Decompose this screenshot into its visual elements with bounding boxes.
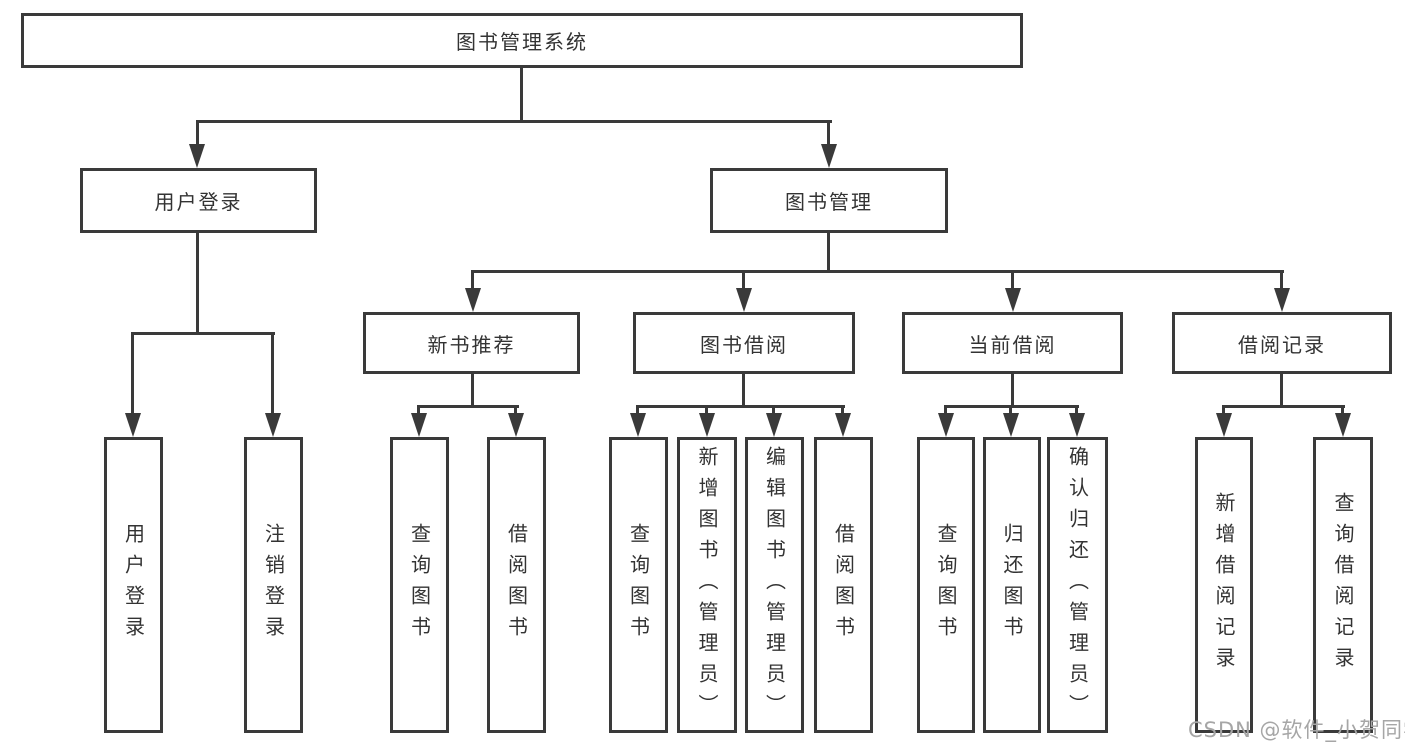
connector-level1-bus [196,120,832,123]
arrow-down-icon [736,288,752,312]
connector-bus-new-rec [417,405,519,408]
root-box-library-management-system: 图书管理系统 [21,13,1023,68]
connector-drop-leaf [944,405,947,417]
connector-stem [1280,374,1283,407]
connector-drop-book-borrow [742,270,745,290]
leaf-label: 归还图书 [1000,523,1024,647]
branch-label: 用户登录 [154,190,243,214]
leaf-label: 借阅图书 [831,523,856,647]
arrow-down-icon [125,413,141,437]
connector-drop-leaf [841,405,844,417]
leaf-label: 查询图书 [626,523,651,647]
arrow-down-icon [1216,413,1232,437]
leaf-label: 借阅图书 [504,523,529,647]
leaf-box-borrow-books: 借阅图书 [487,437,546,733]
arrow-down-icon [835,413,851,437]
leaf-box-query-books: 查询图书 [917,437,975,733]
leaf-box-confirm-return-admin: 确认归还（管理员） [1047,437,1108,733]
leaf-label: 用户登录 [121,523,146,647]
connector-drop-leaf [417,405,420,417]
connector-drop-book-mgmt [827,120,830,146]
connector-drop-borrow-record [1280,270,1283,290]
branch-box-book-management: 图书管理 [710,168,948,233]
csdn-watermark: CSDN @软件_小贺同学 [1188,718,1405,742]
connector-drop-leaf [271,332,274,415]
arrow-down-icon [938,413,954,437]
group-label: 借阅记录 [1238,332,1326,357]
root-label: 图书管理系统 [456,30,588,54]
arrow-down-icon [630,413,646,437]
connector-drop-leaf [1341,405,1344,417]
connector-drop-leaf [1222,405,1225,417]
group-box-borrow-record: 借阅记录 [1172,312,1392,374]
group-box-book-borrow: 图书借阅 [633,312,855,374]
group-box-current-borrow: 当前借阅 [902,312,1123,374]
leaf-box-edit-books-admin: 编辑图书（管理员） [745,437,804,733]
leaf-box-query-borrow-record: 查询借阅记录 [1313,437,1373,733]
connector-level2-bus [471,270,1284,273]
leaf-label: 新增图书（管理员） [695,445,719,725]
group-label: 图书借阅 [700,332,788,357]
arrow-down-icon [1005,288,1021,312]
arrow-down-icon [1003,413,1019,437]
connector-stem [1011,374,1014,407]
leaf-box-return-books: 归还图书 [983,437,1041,733]
connector-drop-leaf [1009,405,1012,417]
leaf-label: 查询借阅记录 [1331,492,1355,678]
connector-drop-leaf [131,332,134,415]
leaf-box-add-borrow-record: 新增借阅记录 [1195,437,1253,733]
connector-stem [742,374,745,407]
leaf-box-add-books-admin: 新增图书（管理员） [677,437,737,733]
leaf-label: 查询图书 [934,523,958,647]
leaf-box-logout: 注销登录 [244,437,303,733]
connector-bus-borrow-record [1222,405,1345,408]
leaf-label: 确认归还（管理员） [1065,445,1090,725]
arrow-down-icon [1335,413,1351,437]
leaf-label: 编辑图书（管理员） [762,445,787,725]
leaf-box-user-login: 用户登录 [104,437,163,733]
leaf-box-borrow-books: 借阅图书 [814,437,873,733]
connector-user-login-stem [196,233,199,334]
branch-box-user-login: 用户登录 [80,168,317,233]
connector-drop-leaf [514,405,517,417]
connector-root-stem [520,68,523,122]
connector-drop-user-login [196,120,199,146]
arrow-down-icon [1274,288,1290,312]
leaf-label: 查询图书 [407,523,432,647]
arrow-down-icon [265,413,281,437]
connector-book-mgmt-stem [827,233,830,273]
arrow-down-icon [766,413,782,437]
connector-drop-current-borrow [1011,270,1014,290]
group-label: 当前借阅 [968,332,1057,357]
leaf-label: 注销登录 [261,523,286,647]
leaf-box-query-books: 查询图书 [609,437,668,733]
branch-label: 图书管理 [785,190,873,214]
arrow-down-icon [699,413,715,437]
connector-drop-leaf [772,405,775,417]
connector-drop-leaf [636,405,639,417]
connector-stem [471,374,474,407]
leaf-box-query-books: 查询图书 [390,437,449,733]
group-label: 新书推荐 [427,332,516,357]
arrow-down-icon [189,144,205,168]
connector-user-login-bus [131,332,275,335]
connector-bus-book-borrow [636,405,845,408]
arrow-down-icon [1069,413,1085,437]
connector-drop-new-rec [471,270,474,290]
arrow-down-icon [465,288,481,312]
group-box-new-book-recommend: 新书推荐 [363,312,580,374]
arrow-down-icon [821,144,837,168]
connector-drop-leaf [1075,405,1078,417]
connector-drop-leaf [705,405,708,417]
arrow-down-icon [508,413,524,437]
arrow-down-icon [411,413,427,437]
leaf-label: 新增借阅记录 [1212,492,1236,678]
